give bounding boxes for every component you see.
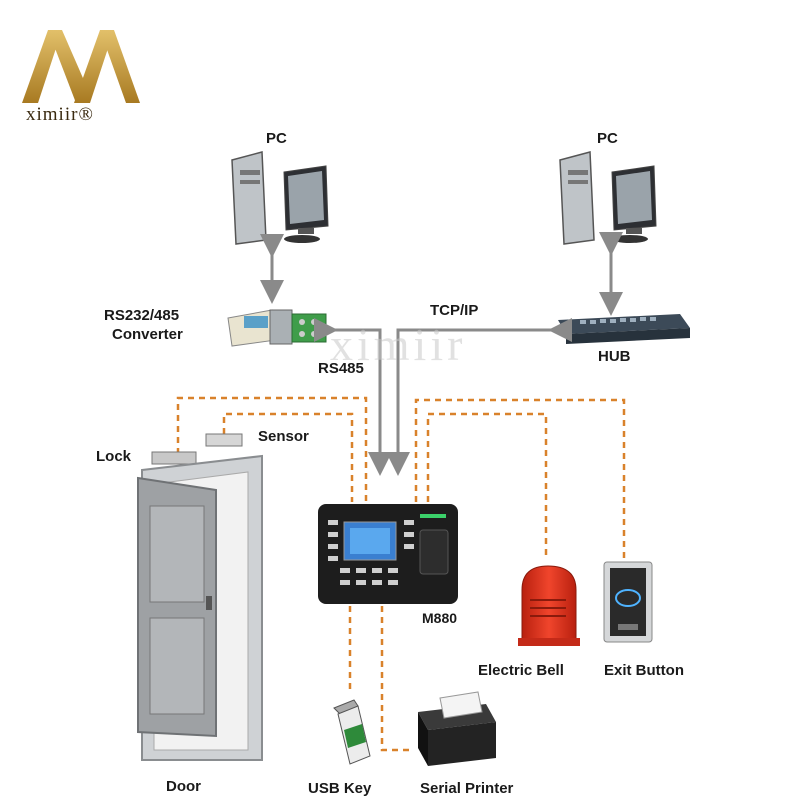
lock-label: Lock bbox=[96, 448, 132, 465]
watermark-text: ximiir bbox=[330, 319, 467, 370]
pc-left-icon bbox=[231, 151, 329, 245]
electric-bell-icon bbox=[518, 565, 580, 646]
tcpip-label: TCP/IP bbox=[430, 302, 479, 319]
pc-left-label: PC bbox=[266, 130, 287, 147]
serial-printer-label: Serial Printer bbox=[420, 780, 514, 797]
rs485-label: RS485 bbox=[318, 360, 364, 377]
electric-bell-label: Electric Bell bbox=[478, 662, 564, 679]
lock-sensor-icons bbox=[151, 433, 243, 465]
serial-printer-icon bbox=[418, 691, 496, 766]
pc-right-label: PC bbox=[597, 130, 618, 147]
converter-label-line1: RS232/485 bbox=[104, 307, 180, 324]
dashed-wiring bbox=[176, 396, 626, 752]
device-label: M880 bbox=[422, 610, 458, 626]
exit-button-label: Exit Button bbox=[604, 662, 684, 679]
network-links bbox=[314, 318, 572, 476]
brand-name: ximiir® bbox=[26, 104, 94, 125]
exit-button-icon bbox=[603, 561, 653, 643]
door-label: Door bbox=[166, 778, 201, 795]
converter-icon bbox=[227, 309, 327, 347]
m880-device-icon bbox=[318, 504, 458, 604]
door-icon bbox=[137, 454, 263, 761]
usb-key-icon bbox=[333, 699, 371, 765]
pc-links bbox=[260, 232, 623, 316]
pc-right-icon bbox=[559, 151, 657, 245]
usb-key-label: USB Key bbox=[308, 780, 372, 797]
hub-label: HUB bbox=[598, 348, 631, 365]
converter-label-line2: Converter bbox=[112, 326, 183, 343]
sensor-label: Sensor bbox=[258, 428, 309, 445]
hub-icon bbox=[558, 314, 690, 344]
brand-logo bbox=[22, 30, 140, 103]
